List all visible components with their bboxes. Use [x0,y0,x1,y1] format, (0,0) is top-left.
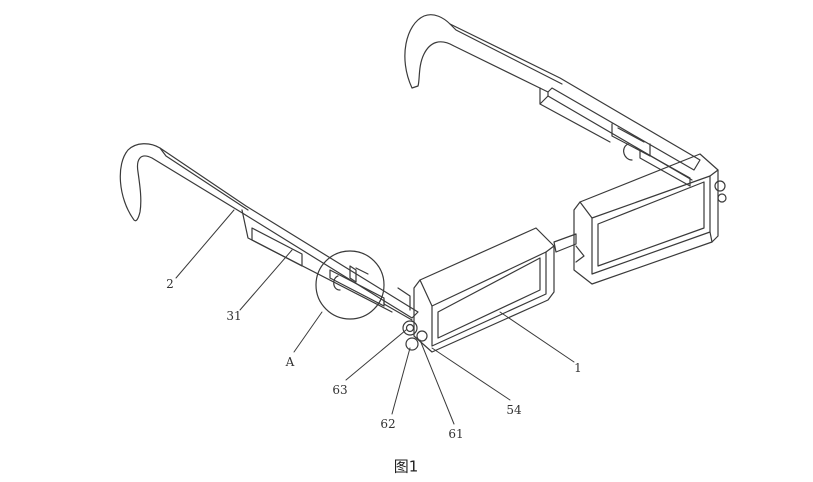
label-54: 54 [506,403,522,417]
bridge [553,233,585,263]
label-63: 63 [332,383,348,397]
adjustment-knobs [402,320,428,351]
label-31: 31 [226,309,242,323]
label-1: 1 [574,361,582,375]
label-62: 62 [380,417,396,431]
figure-caption: 图1 [393,457,419,476]
back-hinge [623,143,691,187]
front-temple-arm [119,143,419,321]
left-lens-frame [413,227,555,353]
label-2: 2 [166,277,174,291]
label-a: A [285,355,295,369]
label-61: 61 [448,427,464,441]
leader-lines [175,209,575,425]
detail-circle-a [315,250,385,320]
back-temple-arm [404,14,701,181]
right-lens-frame [573,153,727,285]
